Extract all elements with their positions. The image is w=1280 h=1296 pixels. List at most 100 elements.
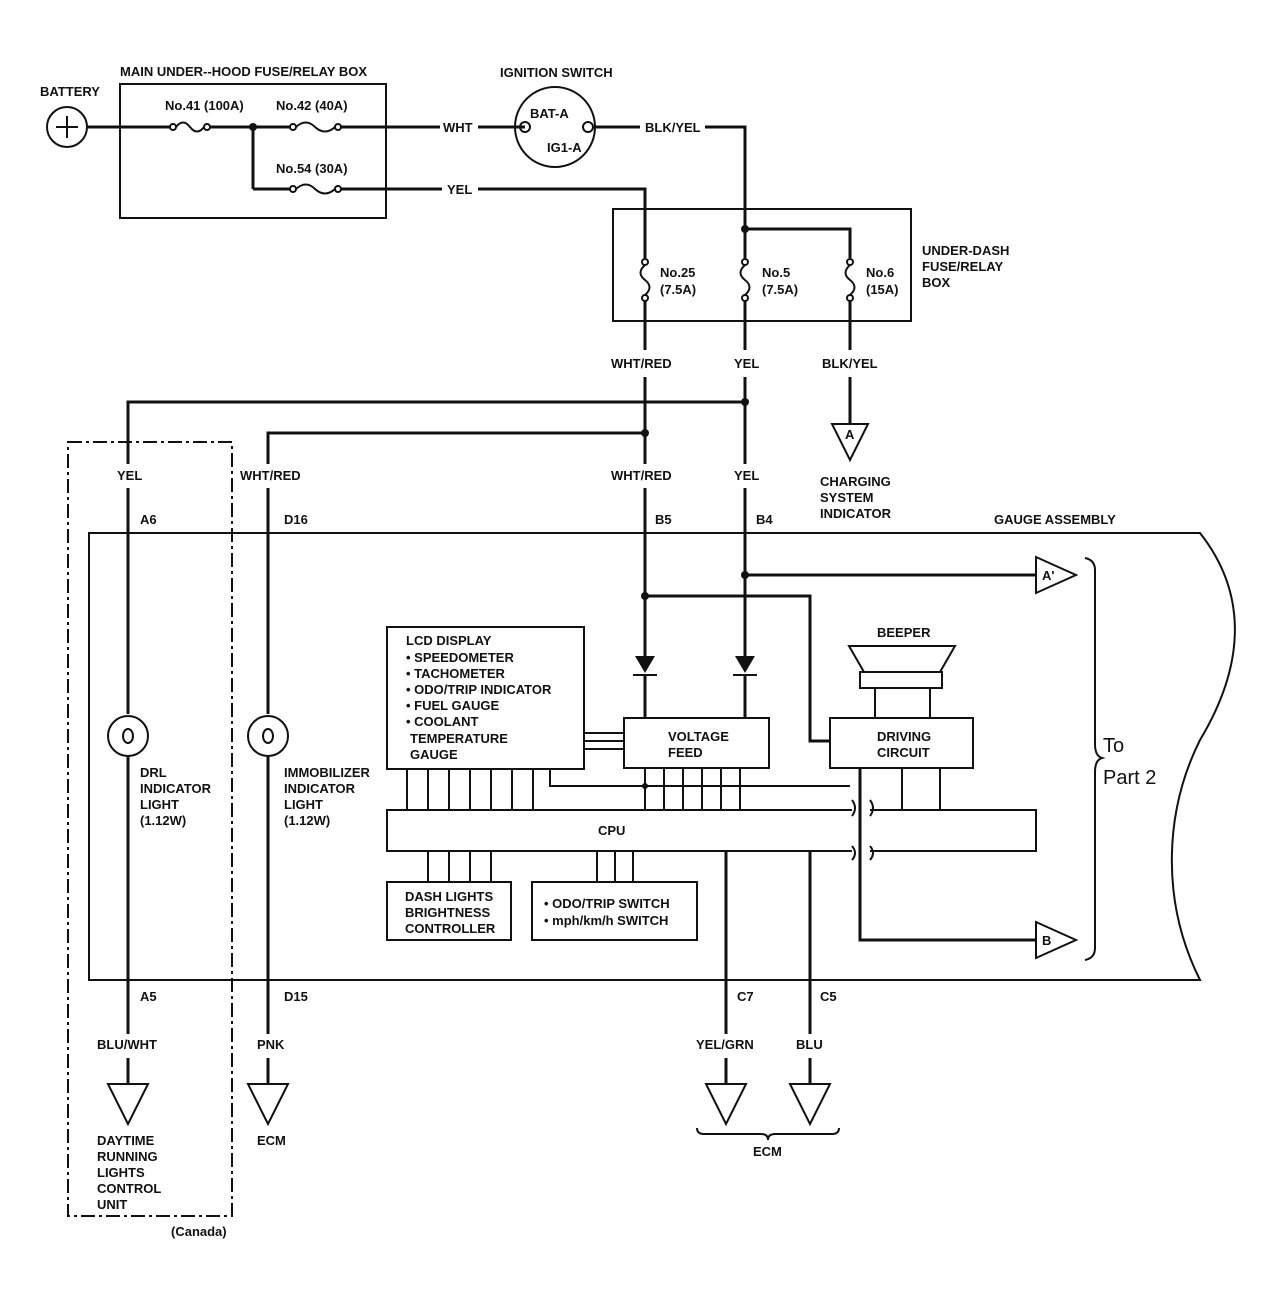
- ignition-switch-label: IGNITION SWITCH: [500, 65, 613, 80]
- lcd-display-box: [386, 626, 585, 770]
- ecm-left-label: ECM: [257, 1133, 286, 1148]
- charging-label-3: INDICATOR: [820, 506, 892, 521]
- ignition-terminal-ig1: [582, 121, 594, 133]
- pin-d15: D15: [284, 989, 308, 1004]
- lcd-item-gauge: GAUGE: [410, 747, 458, 762]
- diode-b5: [633, 656, 657, 676]
- wire-to-driving-circuit: [645, 594, 830, 743]
- wire-blk-yel-out-label: BLK/YEL: [822, 356, 878, 371]
- lcd-item-coolant: • COOLANT: [406, 714, 478, 729]
- fuse-25-label-a: No.25: [660, 265, 695, 280]
- junction-dot: [741, 398, 749, 406]
- immobilizer-bulb-filament: [262, 728, 274, 744]
- connector-a-prime-triangle: [1035, 555, 1079, 595]
- bus-to-fuse6: [745, 227, 852, 258]
- cpu-box-right: [870, 809, 1037, 852]
- pin-d16: D16: [284, 512, 308, 527]
- fuse-54-label: No.54 (30A): [276, 161, 348, 176]
- ecm-c7-connector-triangle: [704, 1083, 748, 1127]
- canada-label: (Canada): [171, 1224, 227, 1239]
- to-part-2-bracket: [1084, 557, 1106, 961]
- immobilizer-label-3: LIGHT: [284, 797, 323, 812]
- wire-yel-top-label: YEL: [447, 182, 472, 197]
- fuse-6: [844, 258, 856, 302]
- lcd-item-temperature: TEMPERATURE: [410, 731, 508, 746]
- switches-box: [531, 881, 698, 941]
- fuse-42: [289, 121, 342, 133]
- pin-c7: C7: [737, 989, 754, 1004]
- immobilizer-bulb-icon: [247, 715, 289, 757]
- connector-a-prime-label: A': [1042, 568, 1054, 583]
- connector-b-label: B: [1042, 933, 1051, 948]
- immobilizer-label-1: IMMOBILIZER: [284, 765, 371, 780]
- drl-label-2: INDICATOR: [140, 781, 212, 796]
- lcd-item-tachometer: • TACHOMETER: [406, 666, 506, 681]
- fuse-5-label-b: (7.5A): [762, 282, 798, 297]
- lcd-cpu-bus: [406, 769, 534, 810]
- diode-b4: [733, 656, 757, 676]
- cpu-break-mark: [851, 799, 856, 861]
- cpu-switch-bus: [596, 851, 634, 882]
- dash-lights-controller-box: [386, 881, 512, 941]
- charging-label-1: CHARGING: [820, 474, 891, 489]
- wire-blk-yel-down: [705, 125, 747, 258]
- drl-unit-label-1: DAYTIME: [97, 1133, 155, 1148]
- cpu-dash-bus: [427, 851, 492, 882]
- wire-yel-to-fuse25: [478, 187, 647, 258]
- drl-label-4: (1.12W): [140, 813, 186, 828]
- wire-yel-to-drl: [126, 400, 745, 464]
- driving-circuit-label-2: CIRCUIT: [877, 745, 930, 760]
- junction-dot: [641, 429, 649, 437]
- wire-blk-yel-top-label: BLK/YEL: [645, 120, 701, 135]
- wire-wht-red-out-label: WHT/RED: [611, 356, 672, 371]
- connector-b-triangle: [1035, 920, 1079, 960]
- feed-cpu-bus: [644, 768, 741, 810]
- main-fuse-box: [119, 83, 387, 219]
- pin-b4: B4: [756, 512, 773, 527]
- under-dash-label-1: UNDER-DASH: [922, 243, 1009, 258]
- pin-a6: A6: [140, 512, 157, 527]
- canada-region-box: [67, 441, 233, 1217]
- fuse-5: [739, 258, 751, 302]
- drl-bulb-icon: [107, 715, 149, 757]
- to-part-2-label-1: To: [1103, 735, 1124, 757]
- drl-unit-label-2: RUNNING: [97, 1149, 158, 1164]
- ignition-ig1-label: IG1-A: [547, 140, 582, 155]
- pin-b5: B5: [655, 512, 672, 527]
- wire-wht-red-left-label: WHT/RED: [240, 468, 301, 483]
- under-dash-label-2: FUSE/RELAY: [922, 259, 1003, 274]
- wire-wht-label: WHT: [443, 120, 473, 135]
- fuse-6-label-a: No.6: [866, 265, 894, 280]
- lcd-item-speedometer: • SPEEDOMETER: [406, 650, 514, 665]
- beeper-horn: [847, 645, 957, 673]
- fuse-54: [289, 183, 342, 195]
- ecm-right-label: ECM: [753, 1144, 782, 1159]
- cpu-label: CPU: [598, 823, 625, 838]
- to-part-2-label-2: Part 2: [1103, 767, 1156, 789]
- wire-yel-mid-label: YEL: [734, 468, 759, 483]
- wire-wht-red-mid-label: WHT/RED: [611, 468, 672, 483]
- fuse-6-label-b: (15A): [866, 282, 899, 297]
- dash-lights-label-2: BRIGHTNESS: [405, 905, 491, 920]
- lcd-item-fuel-gauge: • FUEL GAUGE: [406, 698, 499, 713]
- cpu-box-left: [386, 809, 852, 852]
- gauge-assembly-label: GAUGE ASSEMBLY: [994, 512, 1116, 527]
- wire-blu-label: BLU: [796, 1037, 823, 1052]
- voltage-feed-box: [623, 717, 770, 769]
- pin-a5: A5: [140, 989, 157, 1004]
- battery-symbol: [46, 106, 88, 148]
- lcd-item-odo-trip: • ODO/TRIP INDICATOR: [406, 682, 552, 697]
- ecm-left-connector-triangle: [246, 1083, 290, 1127]
- main-fuse-box-label: MAIN UNDER--HOOD FUSE/RELAY BOX: [120, 64, 367, 79]
- drl-unit-label-4: CONTROL: [97, 1181, 161, 1196]
- wire-pnk-label: PNK: [257, 1037, 285, 1052]
- drl-bulb-filament: [122, 728, 134, 744]
- switch-odo-trip: • ODO/TRIP SWITCH: [544, 896, 670, 911]
- dash-lights-label-3: CONTROLLER: [405, 921, 496, 936]
- connector-a-label: A: [845, 427, 855, 442]
- fuse-41: [169, 121, 211, 133]
- ecm-bracket: [696, 1127, 840, 1141]
- drl-unit-label-3: LIGHTS: [97, 1165, 145, 1180]
- wire-yel-left-label: YEL: [117, 468, 142, 483]
